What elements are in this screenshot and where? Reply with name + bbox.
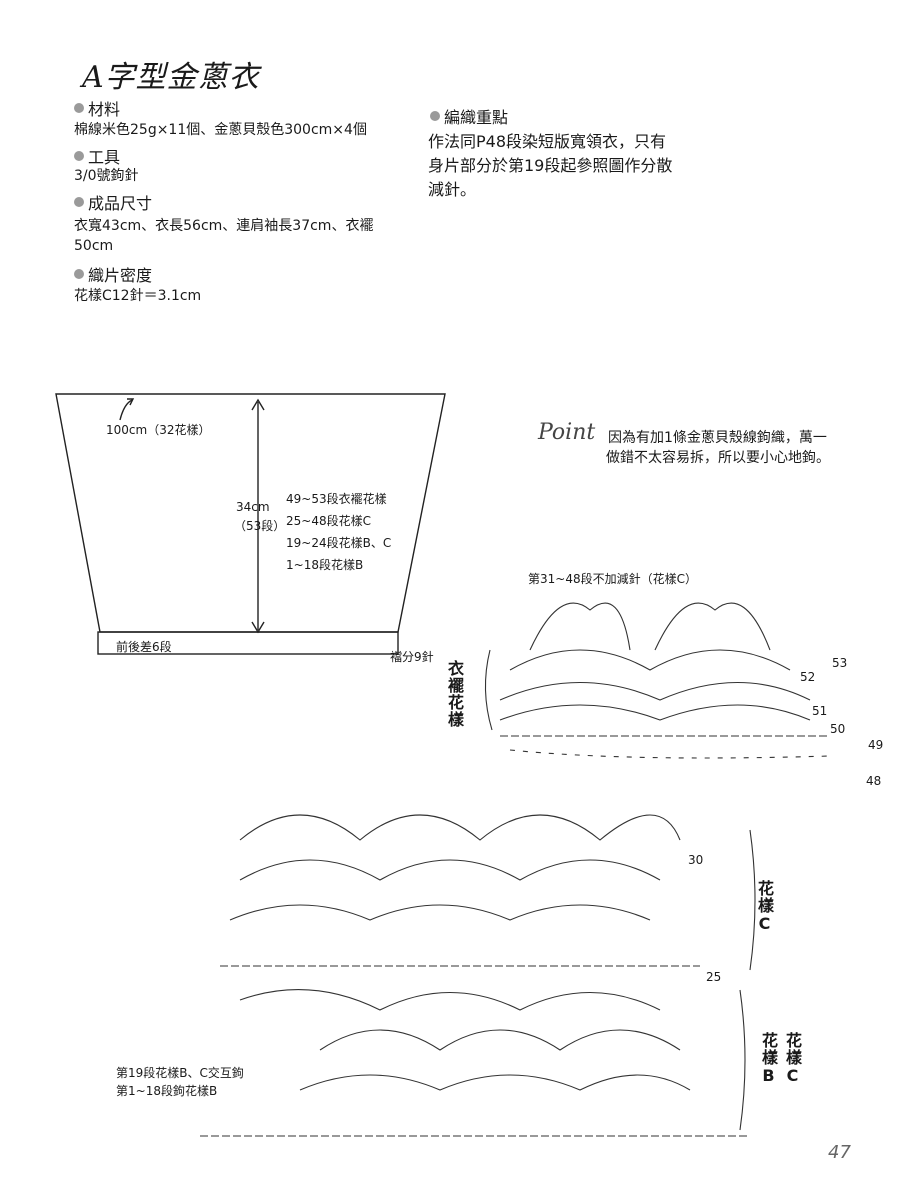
materials-heading: 材料 xyxy=(74,96,120,120)
chart-bottom-side-label-a: 花樣B xyxy=(759,1032,778,1086)
fan-arc-left xyxy=(529,602,631,651)
bullet-icon xyxy=(74,151,84,161)
hem-band xyxy=(97,631,399,655)
height-label: 34cm xyxy=(236,500,270,514)
gauge-text: 花樣C12針＝3.1cm xyxy=(74,288,202,304)
chart-mid-side-label: 花樣C xyxy=(755,880,774,934)
hem-bracket xyxy=(484,649,493,731)
page-title: A字型金蔥衣 xyxy=(82,60,260,95)
puff-row-48 xyxy=(509,749,831,759)
materials-text: 棉線米色25g×11個、金蔥貝殼色300cm×4個 xyxy=(74,122,367,138)
width-pointer-line xyxy=(119,399,133,421)
arrow-up-icon xyxy=(251,398,265,411)
arc-row-51 xyxy=(499,681,811,701)
pointer-arrow-icon xyxy=(127,398,135,406)
back-diff-label: 前後差6段 xyxy=(116,640,172,654)
pattern-c-bracket xyxy=(749,829,756,971)
gauge-heading: 織片密度 xyxy=(74,262,152,286)
knitting-notes-line1: 作法同P48段染短版寬領衣，只有 xyxy=(428,132,667,151)
chart-bottom-note-1: 第19段花樣B、C交互鉤 xyxy=(116,1066,244,1080)
chart-top-caption: 第31~48段不加減針（花樣C） xyxy=(528,572,697,586)
hem-pattern-chart xyxy=(484,602,831,759)
chart-top-side-label: 衣襬花樣 xyxy=(445,660,464,728)
chart-bottom-note-2: 第1~18段鉤花樣B xyxy=(116,1084,218,1098)
tools-heading: 工具 xyxy=(74,144,120,168)
bullet-icon xyxy=(74,103,84,113)
fan-row-mid xyxy=(239,859,661,881)
size-heading: 成品尺寸 xyxy=(74,190,152,214)
fan-row-top xyxy=(239,814,681,841)
row-label-49: 49 xyxy=(868,738,884,752)
row-label-50: 50 xyxy=(830,722,846,736)
size-text-line2: 50cm xyxy=(74,238,114,254)
arc-row-52 xyxy=(509,649,791,671)
bullet-icon xyxy=(74,269,84,279)
row-label-53: 53 xyxy=(832,656,848,670)
knitting-notes-line3: 減針。 xyxy=(428,180,477,199)
knitting-notes-line2: 身片部分於第19段起參照圖作分散 xyxy=(428,156,673,175)
point-line2: 做錯不太容易拆，所以要小心地鉤。 xyxy=(606,450,830,466)
bullet-icon xyxy=(74,197,84,207)
knitting-notes-heading-text: 編織重點 xyxy=(444,108,509,127)
gusset-label: 襠分9針 xyxy=(390,650,434,664)
page-number: 47 xyxy=(828,1142,851,1163)
width-label: 100cm（32花樣） xyxy=(106,423,211,437)
size-text-line1: 衣寬43cm、衣長56cm、連肩袖長37cm、衣襬 xyxy=(74,218,374,234)
pattern-bc-chart xyxy=(200,989,750,1137)
segment-label-4: 1~18段花樣B xyxy=(286,558,364,572)
pattern-bc-bracket xyxy=(739,989,746,1131)
row-label-25: 25 xyxy=(706,970,722,984)
row-label-48: 48 xyxy=(866,774,882,788)
segment-label-2: 25~48段花樣C xyxy=(286,514,371,528)
arc-row-bc xyxy=(299,1074,691,1091)
pattern-bc-symbols xyxy=(200,989,750,1137)
row-label-52: 52 xyxy=(800,670,816,684)
pattern-c-symbols xyxy=(220,814,756,971)
size-heading-text: 成品尺寸 xyxy=(88,194,153,213)
row-label-51: 51 xyxy=(812,704,828,718)
row-label-30: 30 xyxy=(688,853,704,867)
bullet-icon xyxy=(430,111,440,121)
segment-label-1: 49~53段衣襬花樣 xyxy=(286,492,387,506)
chart-bottom-side-label-b: 花樣C xyxy=(783,1032,802,1086)
gauge-heading-text: 織片密度 xyxy=(88,266,153,285)
pattern-c-chart xyxy=(220,814,756,971)
height-rows-label: （53段） xyxy=(234,519,286,533)
arc-row-50 xyxy=(499,704,811,721)
point-label: Point xyxy=(538,420,596,445)
materials-heading-text: 材料 xyxy=(88,100,121,119)
arrow-down-icon xyxy=(251,621,265,634)
tools-heading-text: 工具 xyxy=(88,148,121,167)
arc-row xyxy=(229,904,651,921)
knitting-notes-heading: 編織重點 xyxy=(430,104,508,128)
point-line1: 因為有加1條金蔥貝殼線鉤織，萬一 xyxy=(608,430,827,446)
fan-arc-right xyxy=(654,602,771,651)
fan-row-bc xyxy=(319,1029,681,1051)
body-schematic xyxy=(55,393,446,655)
hem-chart-symbols xyxy=(484,602,831,759)
tools-text: 3/0號鉤針 xyxy=(74,168,139,184)
puff-row-top xyxy=(239,989,661,1011)
segment-label-3: 19~24段花樣B、C xyxy=(286,536,392,550)
